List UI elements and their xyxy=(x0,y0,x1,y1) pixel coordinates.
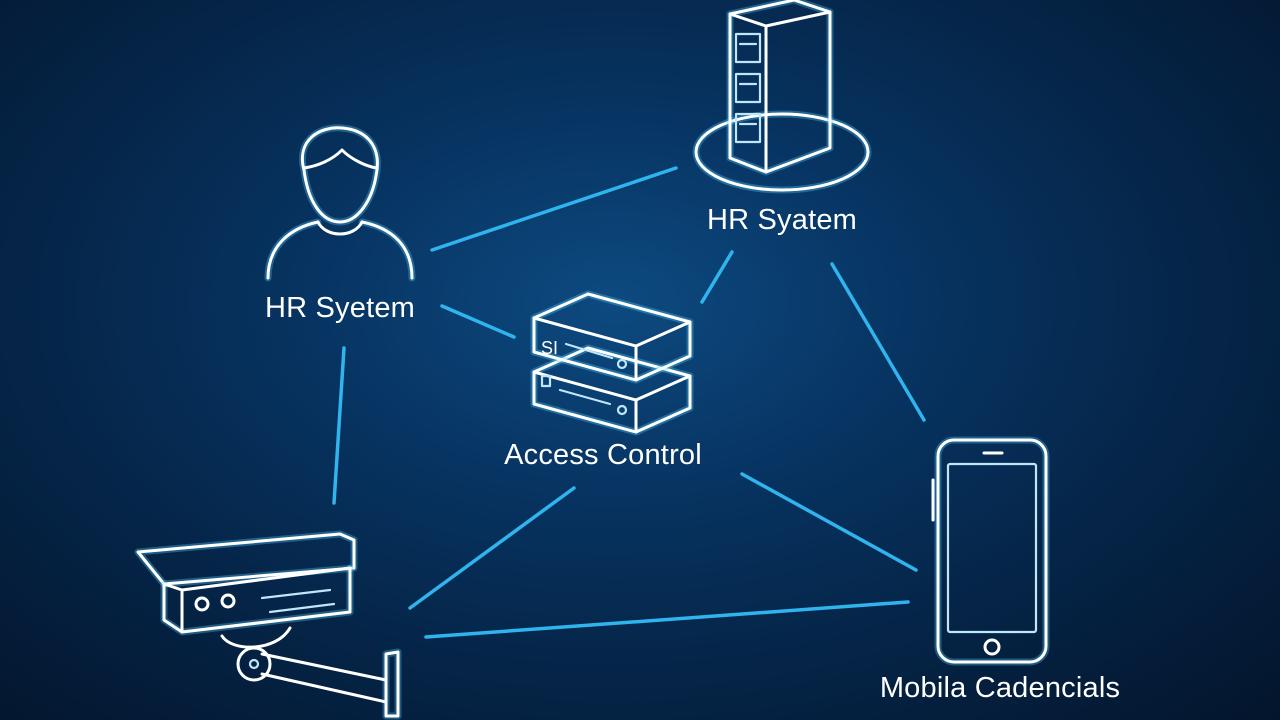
link-person-access xyxy=(440,304,516,339)
node-camera[interactable] xyxy=(134,530,402,720)
access-control-device-icon: SI xyxy=(530,290,694,436)
server-tower-icon xyxy=(692,0,872,194)
smartphone-icon xyxy=(931,436,1050,666)
link-server-access xyxy=(700,250,734,304)
person-icon xyxy=(264,124,416,282)
node-access-control[interactable]: SI Access Control xyxy=(504,290,702,471)
link-access-mobile xyxy=(740,472,918,572)
server-tower-label: HR Syatem xyxy=(707,204,857,236)
node-person[interactable]: HR Syetem xyxy=(264,124,416,324)
security-camera-icon xyxy=(134,530,402,720)
person-label: HR Syetem xyxy=(265,292,415,324)
mobile-label: Mobila Cadencials xyxy=(880,672,1120,704)
access-device-text: SI xyxy=(541,338,558,358)
node-mobile[interactable]: Mobila Cadencials xyxy=(880,436,1120,704)
node-server-tower[interactable]: HR Syatem xyxy=(692,0,872,236)
link-person-server xyxy=(430,166,678,252)
access-control-label: Access Control xyxy=(504,439,702,471)
link-camera-mobile xyxy=(424,600,910,639)
link-person-camera xyxy=(332,346,346,505)
connections xyxy=(332,166,926,639)
link-server-mobile xyxy=(830,262,926,422)
link-access-camera xyxy=(408,486,576,610)
